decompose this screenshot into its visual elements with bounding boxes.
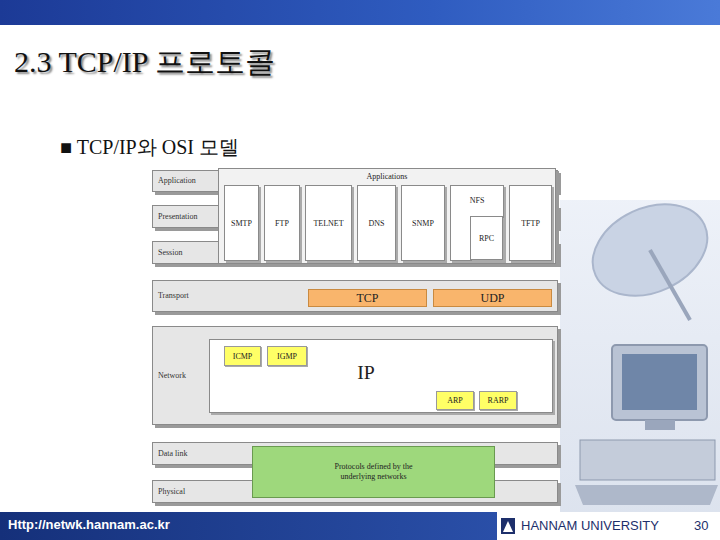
protocol-name: IGMP xyxy=(277,352,297,361)
applications-box: ApplicationsSMTP FTP TELNET DNS SNMP NFS RPC TF… xyxy=(218,168,556,264)
logo-mark xyxy=(503,521,513,532)
protocol-box: TELNET xyxy=(305,185,352,261)
protocol-name: SMTP xyxy=(231,219,252,228)
transport-protocol-box: TCP xyxy=(308,289,427,307)
protocol-box: IGMP xyxy=(267,346,307,366)
protocol-box: TFTP xyxy=(509,185,552,261)
osi-layer-band: TransportTCPUDP xyxy=(152,280,558,312)
protocol-box: DNS xyxy=(357,185,396,261)
protocol-name: TFTP xyxy=(521,219,540,228)
page-number: 30 xyxy=(694,518,708,533)
subtitle: ■ TCP/IP와 OSI 모델 xyxy=(60,134,239,161)
protocol-name: IP xyxy=(210,340,552,384)
protocol-box: SNMP xyxy=(401,185,445,261)
dish-mast xyxy=(650,250,690,320)
keyboard xyxy=(575,485,718,505)
protocol-name: SNMP xyxy=(412,219,434,228)
protocol-name: NFS xyxy=(451,186,503,206)
top-bar xyxy=(0,0,720,25)
protocol-box: FTP xyxy=(264,185,300,261)
transport-protocol-box: UDP xyxy=(433,289,552,307)
bottom-bar xyxy=(0,512,497,540)
monitor-screen xyxy=(622,354,697,410)
footer-url: Http://netwk.hannam.ac.kr xyxy=(8,517,170,532)
university-name: HANNAM UNIVERSITY xyxy=(521,518,659,533)
protocol-box: RARP xyxy=(479,391,517,410)
protocol-box: ARP xyxy=(436,391,474,410)
slide-title: 2.3 TCP/IP 프로토콜 xyxy=(14,42,275,83)
protocol-box: ICMP xyxy=(224,346,261,366)
protocol-name: RPC xyxy=(479,234,494,243)
computer-monitor xyxy=(612,345,707,420)
protocol-name: FTP xyxy=(275,219,289,228)
protocol-box: SMTP xyxy=(224,185,259,261)
protocol-name: Applications xyxy=(219,169,555,182)
protocol-name: Protocols defined by the underlying netw… xyxy=(319,462,429,482)
protocol-box: RPC xyxy=(470,216,503,260)
protocol-name: TCP xyxy=(356,291,378,306)
protocol-name: DNS xyxy=(368,219,384,228)
university-logo xyxy=(501,518,515,534)
protocol-name: RARP xyxy=(488,396,509,405)
protocol-box: NFS RPC xyxy=(450,185,504,261)
protocol-name: ICMP xyxy=(233,352,253,361)
satellite-dish xyxy=(578,187,720,314)
protocol-name: UDP xyxy=(480,291,504,306)
network-protocols-box: Protocols defined by the underlying netw… xyxy=(252,446,495,498)
computer-case xyxy=(580,440,715,480)
monitor-stand xyxy=(645,420,675,430)
ip-box: IPICMP IGMP ARP RARP xyxy=(209,339,553,413)
layer-name: Network xyxy=(153,327,557,424)
protocol-name: TELNET xyxy=(313,219,343,228)
protocol-name: ARP xyxy=(447,396,463,405)
osi-layer-band: NetworkIPICMP IGMP ARP RARP xyxy=(152,326,558,425)
